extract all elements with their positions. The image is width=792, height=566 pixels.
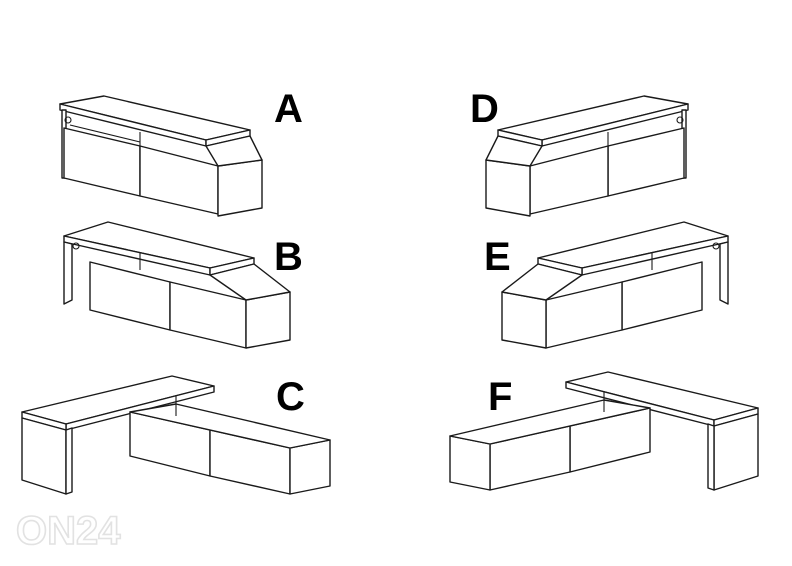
configuration-f-drawing	[449, 371, 759, 491]
configuration-c-drawing	[21, 375, 331, 495]
configuration-d-drawing	[485, 95, 689, 217]
configuration-c-label: C	[276, 375, 305, 419]
configuration-d-label: D	[470, 87, 499, 131]
configuration-b-drawing	[63, 221, 291, 349]
on24-watermark: ON24	[16, 509, 121, 553]
configuration-e-drawing	[501, 221, 729, 349]
configuration-e-label: E	[484, 235, 511, 279]
configuration-a-label: A	[274, 87, 303, 131]
configuration-a-drawing	[59, 95, 263, 217]
configuration-b-label: B	[274, 235, 303, 279]
configuration-f-label: F	[488, 375, 512, 419]
